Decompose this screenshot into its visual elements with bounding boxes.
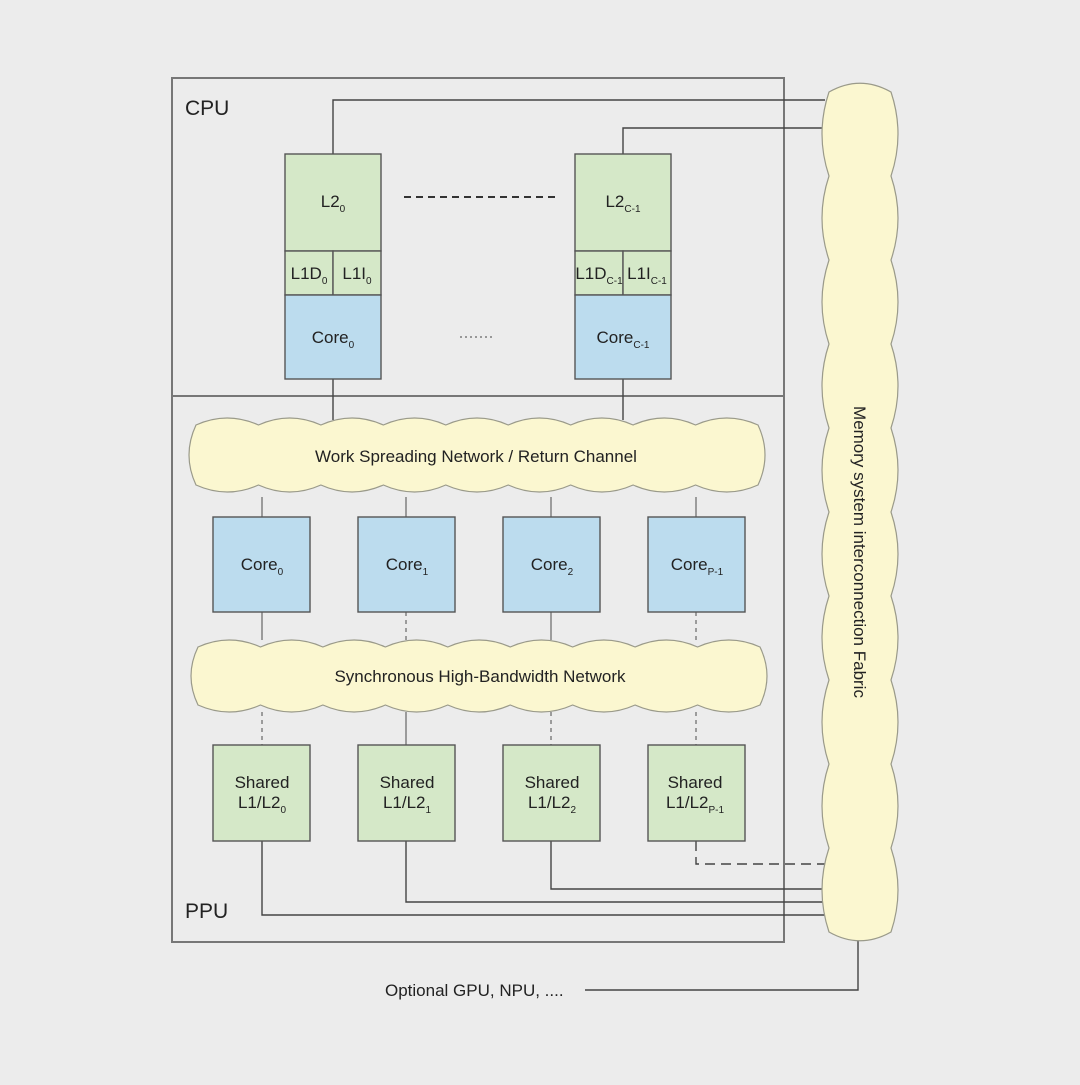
- cpu-coreC1-fabric-link: [622, 127, 825, 154]
- work-spreading-network: Work Spreading Network / Return Channel: [188, 417, 766, 493]
- ppu-core-1-label: Core: [386, 555, 423, 574]
- l1i-cache-c1: [622, 250, 672, 296]
- memory-fabric-label: Memory system interconnection Fabric: [850, 406, 869, 698]
- shared-cache-2: [502, 744, 601, 842]
- shared2-fabric-link: [550, 841, 830, 890]
- l2-c1-label: L2: [605, 192, 624, 211]
- l1i-c1-label: L1I: [627, 264, 651, 283]
- svg-text:L1DC-1: L1DC-1: [575, 264, 623, 287]
- shared-cache-0-line1: Shared: [235, 773, 290, 792]
- l2-cache-c1: [574, 153, 672, 252]
- l1d-c1-label: L1D: [575, 264, 606, 283]
- ppu-label: PPU: [185, 900, 228, 923]
- svg-text:L1/L20: L1/L20: [238, 793, 287, 816]
- l1i-cache-0: [332, 250, 382, 296]
- shared-cache-2-line2: L1/L2: [528, 793, 571, 812]
- l1d-cache-c1: [574, 250, 624, 296]
- l1d-cache-0: [284, 250, 334, 296]
- optional-fabric-link: [585, 940, 859, 991]
- shared-cache-1-line1: Shared: [380, 773, 435, 792]
- cpu-core0-fabric-link: [332, 99, 825, 154]
- l1d-0-label: L1D: [291, 264, 322, 283]
- svg-text:L1/L22: L1/L22: [528, 793, 577, 816]
- cpu-core-c1: [574, 294, 672, 380]
- svg-text:CoreP-1: CoreP-1: [671, 555, 724, 578]
- shared-caches: Shared L1/L20 Shared L1/L21 Shared L1/L2…: [212, 744, 746, 842]
- shared0-fabric-link: [261, 841, 830, 916]
- ppu-core-1: [357, 516, 456, 613]
- svg-text:L1I0: L1I0: [342, 264, 372, 287]
- ppu-core-0: [212, 516, 311, 613]
- ppu-cores: Core0 Core1 Core2 CoreP-1: [212, 516, 746, 613]
- cpu-core-0: [284, 294, 382, 380]
- svg-text:L2C-1: L2C-1: [605, 192, 640, 215]
- shared-cache-2-line1: Shared: [525, 773, 580, 792]
- ppu-core-2: [502, 516, 601, 613]
- ppu-frame: [171, 395, 785, 943]
- l2-0-label: L2: [321, 192, 340, 211]
- shared-cache-p1-line2: L1/L2: [666, 793, 709, 812]
- l2-cache-0: [284, 153, 382, 252]
- svg-text:CoreC-1: CoreC-1: [597, 328, 650, 351]
- sync-network: Synchronous High-Bandwidth Network: [190, 639, 768, 713]
- svg-text:L1/L21: L1/L21: [383, 793, 432, 816]
- sharedP1-fabric-link: [695, 841, 830, 865]
- ppu-core-p1-label: Core: [671, 555, 708, 574]
- svg-text:Core0: Core0: [312, 328, 355, 351]
- memory-fabric: Memory system interconnection Fabric: [821, 82, 899, 942]
- cpu-frame: [171, 77, 785, 397]
- sync-network-label: Synchronous High-Bandwidth Network: [334, 667, 626, 686]
- ppu-vertical-links: [261, 497, 697, 745]
- shared-cache-p1: [647, 744, 746, 842]
- cpu-core-c1-label: Core: [597, 328, 634, 347]
- svg-text:Core0: Core0: [241, 555, 284, 578]
- svg-text:L1IC-1: L1IC-1: [627, 264, 667, 287]
- ppu-core-0-label: Core: [241, 555, 278, 574]
- ppu-core-p1: [647, 516, 746, 613]
- cpu-core-0-stack: L20 L1D0 L1I0 Core0: [284, 153, 382, 380]
- cpu-core-0-label: Core: [312, 328, 349, 347]
- shared-cache-0: [212, 744, 311, 842]
- svg-text:Core2: Core2: [531, 555, 574, 578]
- shared-cache-1: [357, 744, 456, 842]
- shared-cache-p1-line1: Shared: [668, 773, 723, 792]
- l1i-0-label: L1I: [342, 264, 366, 283]
- work-network-label: Work Spreading Network / Return Channel: [315, 447, 637, 466]
- shared1-fabric-link: [405, 841, 830, 903]
- cpu-label: CPU: [185, 97, 229, 120]
- svg-text:L1D0: L1D0: [291, 264, 328, 287]
- shared-cache-0-line2: L1/L2: [238, 793, 281, 812]
- ppu-core-2-label: Core: [531, 555, 568, 574]
- shared-cache-1-line2: L1/L2: [383, 793, 426, 812]
- svg-text:L20: L20: [321, 192, 346, 215]
- cpu-core-c1-stack: L2C-1 L1DC-1 L1IC-1 CoreC-1: [574, 153, 672, 380]
- svg-text:L1/L2P-1: L1/L2P-1: [666, 793, 725, 816]
- connection-lines: [261, 99, 859, 991]
- optional-accelerators-label: Optional GPU, NPU, ....: [385, 981, 564, 1000]
- svg-text:Core1: Core1: [386, 555, 429, 578]
